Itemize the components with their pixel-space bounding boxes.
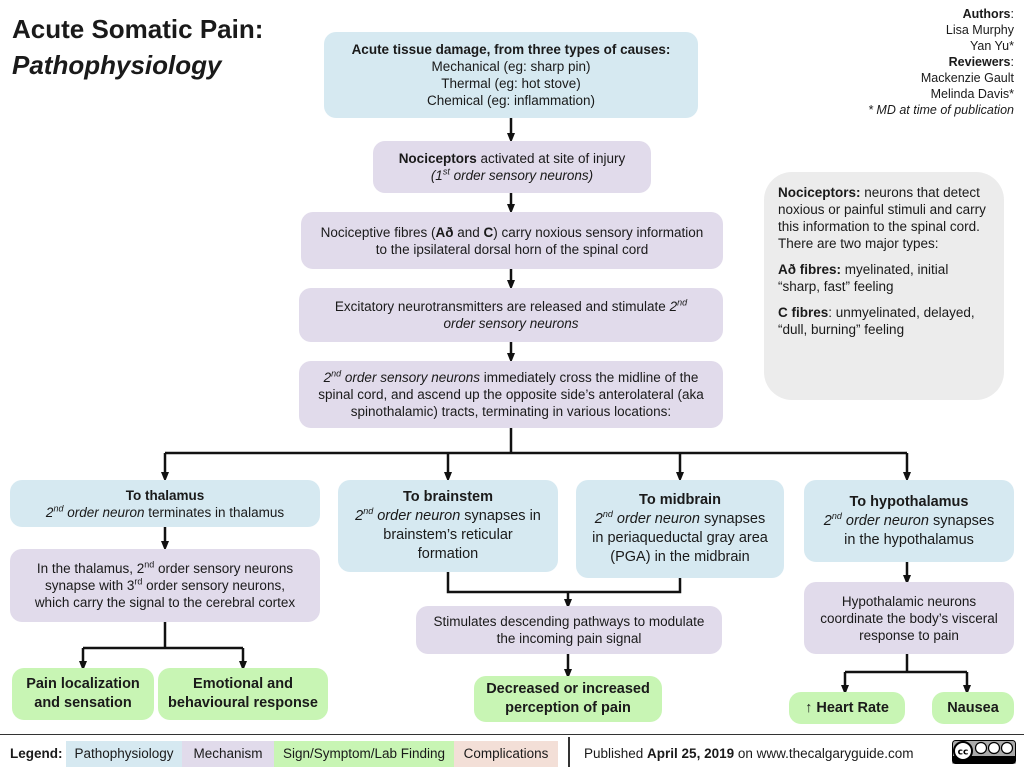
heart-rate-box: ↑ Heart Rate: [789, 692, 905, 724]
legend-bar: Legend: Pathophysiology Mechanism Sign/S…: [0, 734, 1024, 769]
reviewers-label: Reviewers: [948, 55, 1011, 69]
pain-localization-box: Pain localization and sensation: [12, 668, 154, 720]
legend-pathophysiology: Pathophysiology: [66, 741, 182, 767]
descending-pathways-box: Stimulates descending pathways to modula…: [416, 606, 722, 654]
hypothalamus-box: To hypothalamus 2nd order neuron synapse…: [804, 480, 1014, 562]
legend-divider: [568, 737, 570, 767]
author-name: Yan Yu*: [969, 39, 1014, 53]
connector: [446, 572, 682, 594]
nociceptors-box: Nociceptors activated at site of injury …: [373, 141, 651, 193]
authors-label: Authors: [962, 7, 1011, 21]
reviewer-name: Melinda Davis*: [930, 87, 1014, 101]
creative-commons-icon: cc: [952, 740, 1016, 764]
nociceptors-info-box: Nociceptors: neurons that detect noxious…: [764, 172, 1004, 400]
legend-mechanism: Mechanism: [182, 741, 274, 767]
emotional-response-box: Emotional and behavioural response: [158, 668, 328, 720]
reviewer-name: Mackenzie Gault: [920, 71, 1014, 85]
brainstem-box: To brainstem 2nd order neuron synapses i…: [338, 480, 558, 572]
legend-complications: Complications: [454, 741, 558, 767]
midbrain-box: To midbrain 2nd order neuron synapses in…: [576, 480, 784, 578]
excitatory-box: Excitatory neurotransmitters are release…: [299, 288, 723, 342]
page-title: Acute Somatic Pain:: [12, 14, 264, 44]
nausea-box: Nausea: [932, 692, 1014, 724]
cc-mark: cc: [958, 748, 969, 758]
flow-connectors: [79, 118, 971, 695]
authors-note: * MD at time of publication: [868, 103, 1014, 117]
fibres-box: Nociceptive fibres (Að and C) carry noxi…: [301, 212, 723, 269]
author-name: Lisa Murphy: [945, 23, 1014, 37]
perception-box: Decreased or increased perception of pai…: [474, 676, 662, 722]
hypothalamic-neurons-box: Hypothalamic neurons coordinate the body…: [804, 582, 1014, 654]
authors-block: Authors: Lisa Murphy Yan Yu* Reviewers: …: [868, 7, 1014, 117]
up-arrow-icon: ↑: [805, 699, 813, 716]
cross-midline-box: 2nd order sensory neurons immediately cr…: [299, 361, 723, 428]
legend-sign: Sign/Symptom/Lab Finding: [274, 741, 454, 767]
thalamus-synapse-box: In the thalamus, 2nd order sensory neuro…: [10, 549, 320, 622]
page-subtitle: Pathophysiology: [12, 50, 222, 80]
cause-box: Acute tissue damage, from three types of…: [324, 32, 698, 118]
publication-info: Published April 25, 2019 on www.thecalga…: [584, 746, 914, 761]
legend-label: Legend:: [10, 746, 63, 761]
thalamus-box: To thalamus 2nd order neuron terminates …: [10, 480, 320, 527]
